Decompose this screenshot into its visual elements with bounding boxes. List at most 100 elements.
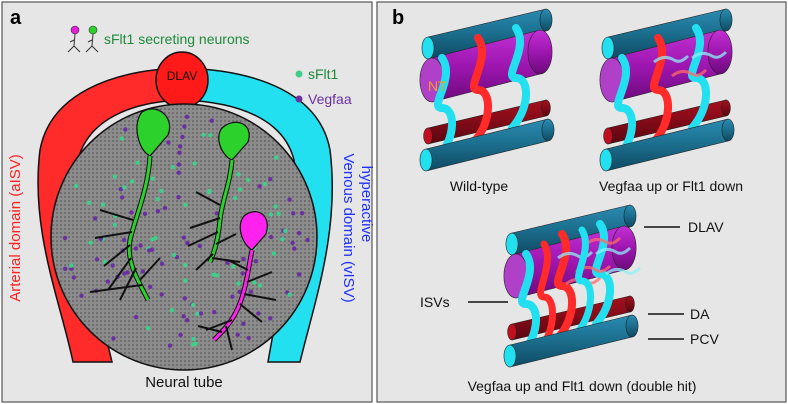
isv-arterial <box>470 34 493 146</box>
sflt1-dot <box>112 174 118 179</box>
neurons-label: sFlt1 secreting neurons <box>104 31 250 47</box>
da-label: DA <box>690 306 710 322</box>
sflt1-dot <box>214 273 220 278</box>
sflt1-dot <box>190 302 196 308</box>
posterior-cardinal-vein <box>503 314 639 368</box>
vegfaa-dot <box>235 332 240 337</box>
ectopic-sprout <box>557 250 594 260</box>
vegfaa-legend-label: Vegfaa <box>308 91 352 107</box>
double-hit-label: Vegfaa up and Flt1 down (double hit) <box>468 378 697 394</box>
vegfaa-dot <box>178 332 183 338</box>
vegfaa-dot <box>268 176 273 182</box>
neuron-icons <box>67 25 99 53</box>
sflt1-dot <box>100 202 106 207</box>
vegfaa-dot <box>121 237 127 243</box>
sflt1-dot <box>194 311 200 317</box>
vegfaa-dot <box>241 256 246 262</box>
vegfaa-dot <box>134 314 139 320</box>
dlav-label: DLAV <box>167 69 197 83</box>
vegfaa-dot <box>184 318 190 323</box>
vegfaa-dot <box>297 272 302 277</box>
ectopic-sprout <box>671 68 708 78</box>
vegfaa-dot <box>296 231 302 236</box>
isv-venous <box>614 54 637 162</box>
sflt1-dot <box>86 200 92 205</box>
vegfaa-dot <box>159 261 165 266</box>
vegfaa-dot <box>110 263 115 268</box>
vegfaa-dot <box>182 124 187 129</box>
vegfaa-dot <box>138 243 143 248</box>
vegfaa-dot <box>167 343 173 348</box>
vegfaa-dot <box>212 309 217 315</box>
vegfaa-dot <box>119 195 125 200</box>
vegfaa-dot <box>198 311 204 316</box>
wild-type-label: Wild-type <box>450 178 509 194</box>
vegfaa-dot <box>182 296 187 301</box>
sflt1-dot <box>183 202 188 207</box>
vegfaa-dot <box>290 240 295 245</box>
vegfaa-dot <box>123 127 128 132</box>
sflt1-dot <box>231 264 236 269</box>
sflt1-dot <box>150 176 155 181</box>
sflt1-dot <box>257 283 263 288</box>
sflt1-dot <box>237 187 243 192</box>
vegfaa-dot <box>230 294 235 299</box>
posterior-cardinal-vein <box>599 118 735 172</box>
sflt1-dot <box>135 160 140 165</box>
sflt1-dot <box>191 336 196 342</box>
isv-venous <box>688 24 711 132</box>
sflt1-dot <box>211 272 216 277</box>
vegfaa-dot <box>299 211 305 216</box>
posterior-cardinal-vein <box>419 118 555 172</box>
vegfaa-dot <box>214 211 219 216</box>
isv-venous <box>592 220 615 328</box>
sflt1-dot <box>73 183 79 189</box>
sflt1-dot <box>182 263 188 268</box>
vegfaa-dot <box>257 184 262 189</box>
vegfaa-dot <box>225 260 230 265</box>
vegfaa-dot <box>62 235 68 241</box>
isv-venous <box>434 54 457 162</box>
vegfaa-dot <box>133 246 139 251</box>
panel-a-letter: a <box>10 7 22 29</box>
sflt1-dot <box>283 228 288 234</box>
vegfaa-dot <box>209 118 214 123</box>
nt-label: NT <box>428 78 447 94</box>
isv-venous <box>574 226 595 336</box>
vegfaa-dot <box>149 247 155 252</box>
green-neuron-2 <box>187 121 250 271</box>
sflt1-dot <box>268 212 273 217</box>
vegfaa-dot <box>129 210 134 215</box>
vegfaa-dot <box>176 162 182 167</box>
vegfaa-dot <box>181 314 186 319</box>
sflt1-dot <box>159 188 164 194</box>
vegfaa-dot <box>111 336 116 341</box>
vegfaa-dot <box>176 195 181 200</box>
sflt1-dot <box>88 240 93 245</box>
sflt1-dot <box>262 181 268 187</box>
vegfaa-dot <box>155 209 161 214</box>
vegfaa-dot <box>92 216 98 221</box>
sflt1-dot <box>122 185 127 190</box>
sflt1-dot <box>236 281 241 286</box>
vegfaa-dot <box>148 284 153 289</box>
sflt1-dot <box>201 132 206 137</box>
sflt1-dot <box>119 136 124 141</box>
sflt1-dot <box>208 133 213 138</box>
sflt1-dot <box>245 177 251 183</box>
vegfaa-dot <box>71 275 77 280</box>
sflt1-dot <box>112 222 118 228</box>
vegfaa-dot <box>253 259 259 264</box>
vegfaa-dot <box>291 211 296 216</box>
vegfaa-dot <box>162 205 168 211</box>
vegfaa-dot <box>292 246 297 251</box>
vegfaa-dot <box>176 170 181 175</box>
vegfaa-dot <box>287 197 292 202</box>
vegfaa-dot <box>177 150 182 155</box>
vegfaa-dot <box>305 237 310 243</box>
vegfaa-dot <box>140 269 146 274</box>
isv-venous <box>518 250 541 358</box>
ectopic-sprout <box>691 50 728 60</box>
panel-b-letter: b <box>392 7 404 29</box>
